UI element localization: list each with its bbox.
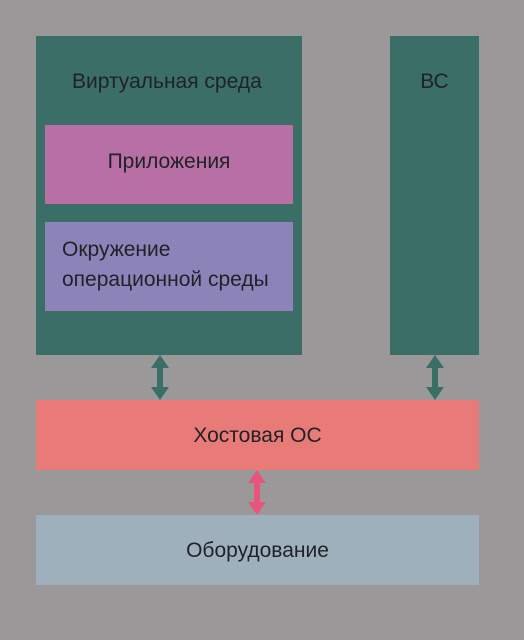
os-environment-block: [45, 222, 293, 311]
arrow-virtual-env-host-icon: [151, 355, 169, 400]
vm-block: [390, 36, 479, 355]
applications-label: Приложения: [107, 150, 231, 173]
applications-block: [45, 125, 293, 204]
vm-label: ВС: [420, 70, 449, 93]
virtual-environment-title: Виртуальная среда: [72, 70, 262, 93]
arrow-vm-host-icon: [426, 355, 444, 400]
os-environment-label-line1: Окружение: [62, 238, 171, 261]
arrow-host-hardware-icon: [248, 470, 266, 515]
os-environment-label-line2: операционной среды: [62, 268, 269, 291]
host-os-label: Хостовая ОС: [193, 424, 322, 447]
host-os-block: [36, 400, 479, 470]
hardware-block: [36, 515, 479, 585]
hardware-label: Оборудование: [186, 539, 329, 562]
